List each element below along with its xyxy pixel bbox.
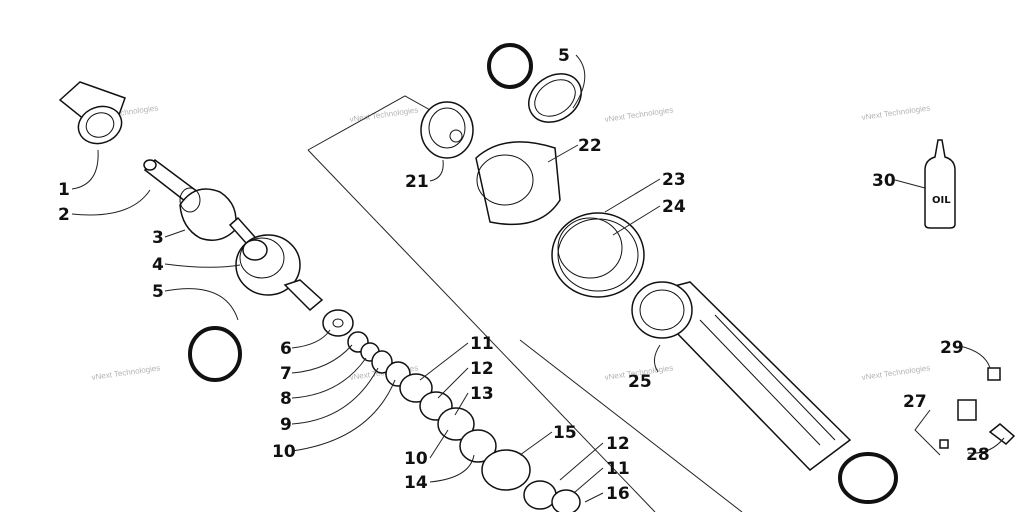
callout-13: 13 — [470, 384, 494, 404]
part-seal-head — [420, 101, 474, 159]
callout-21: 21 — [405, 172, 429, 192]
callout-29: 29 — [940, 338, 964, 358]
callout-15: 15 — [553, 423, 577, 443]
o-ring — [838, 452, 898, 504]
callout-12: 12 — [470, 359, 494, 379]
callout-1: 1 — [58, 180, 70, 200]
oil-label: OIL — [932, 195, 951, 206]
part-piston-assembly — [235, 234, 324, 312]
part-bushing — [58, 81, 126, 145]
part-split-ring — [528, 73, 582, 123]
o-ring — [188, 326, 242, 382]
callout-27: 27 — [903, 392, 927, 412]
callout-28: 28 — [966, 445, 990, 465]
callout-7: 7 — [280, 364, 292, 384]
part-adjuster-nut — [551, 212, 645, 298]
callout-3: 3 — [152, 228, 164, 248]
watermark: vNext Technologies — [861, 103, 931, 122]
callout-4: 4 — [152, 255, 164, 275]
callout-10-lower: 10 — [404, 449, 428, 469]
callout-11: 11 — [470, 334, 494, 354]
leader-lines — [71, 54, 1005, 503]
callout-16: 16 — [606, 484, 630, 504]
part-shock-body — [631, 281, 852, 471]
callout-24: 24 — [662, 197, 686, 217]
callout-5: 5 — [152, 282, 164, 302]
part-washer-stack — [322, 309, 581, 512]
callout-8: 8 — [280, 389, 292, 409]
callout-labels: 1 2 3 4 5 5 6 7 8 9 10 10 11 11 12 12 13… — [58, 46, 990, 504]
callout-25: 25 — [628, 372, 652, 392]
callout-23: 23 — [662, 170, 686, 190]
callout-22: 22 — [578, 136, 602, 156]
watermark: vNext Technologies — [861, 363, 931, 382]
callout-9: 9 — [280, 415, 292, 435]
callout-30: 30 — [872, 171, 896, 191]
watermark: vNext Technologies — [604, 105, 674, 124]
part-valve-fitting — [914, 367, 1016, 456]
callout-11-lower: 11 — [606, 459, 630, 479]
callout-6: 6 — [280, 339, 292, 359]
callout-5-top: 5 — [558, 46, 570, 66]
callout-10: 10 — [272, 442, 296, 462]
callout-14: 14 — [404, 473, 428, 493]
o-ring — [487, 43, 533, 89]
callout-12-lower: 12 — [606, 434, 630, 454]
part-sleeve — [475, 141, 561, 226]
watermark: vNext Technologies — [91, 363, 161, 382]
callout-2: 2 — [58, 205, 70, 225]
part-oil-bottle: OIL — [924, 139, 956, 229]
